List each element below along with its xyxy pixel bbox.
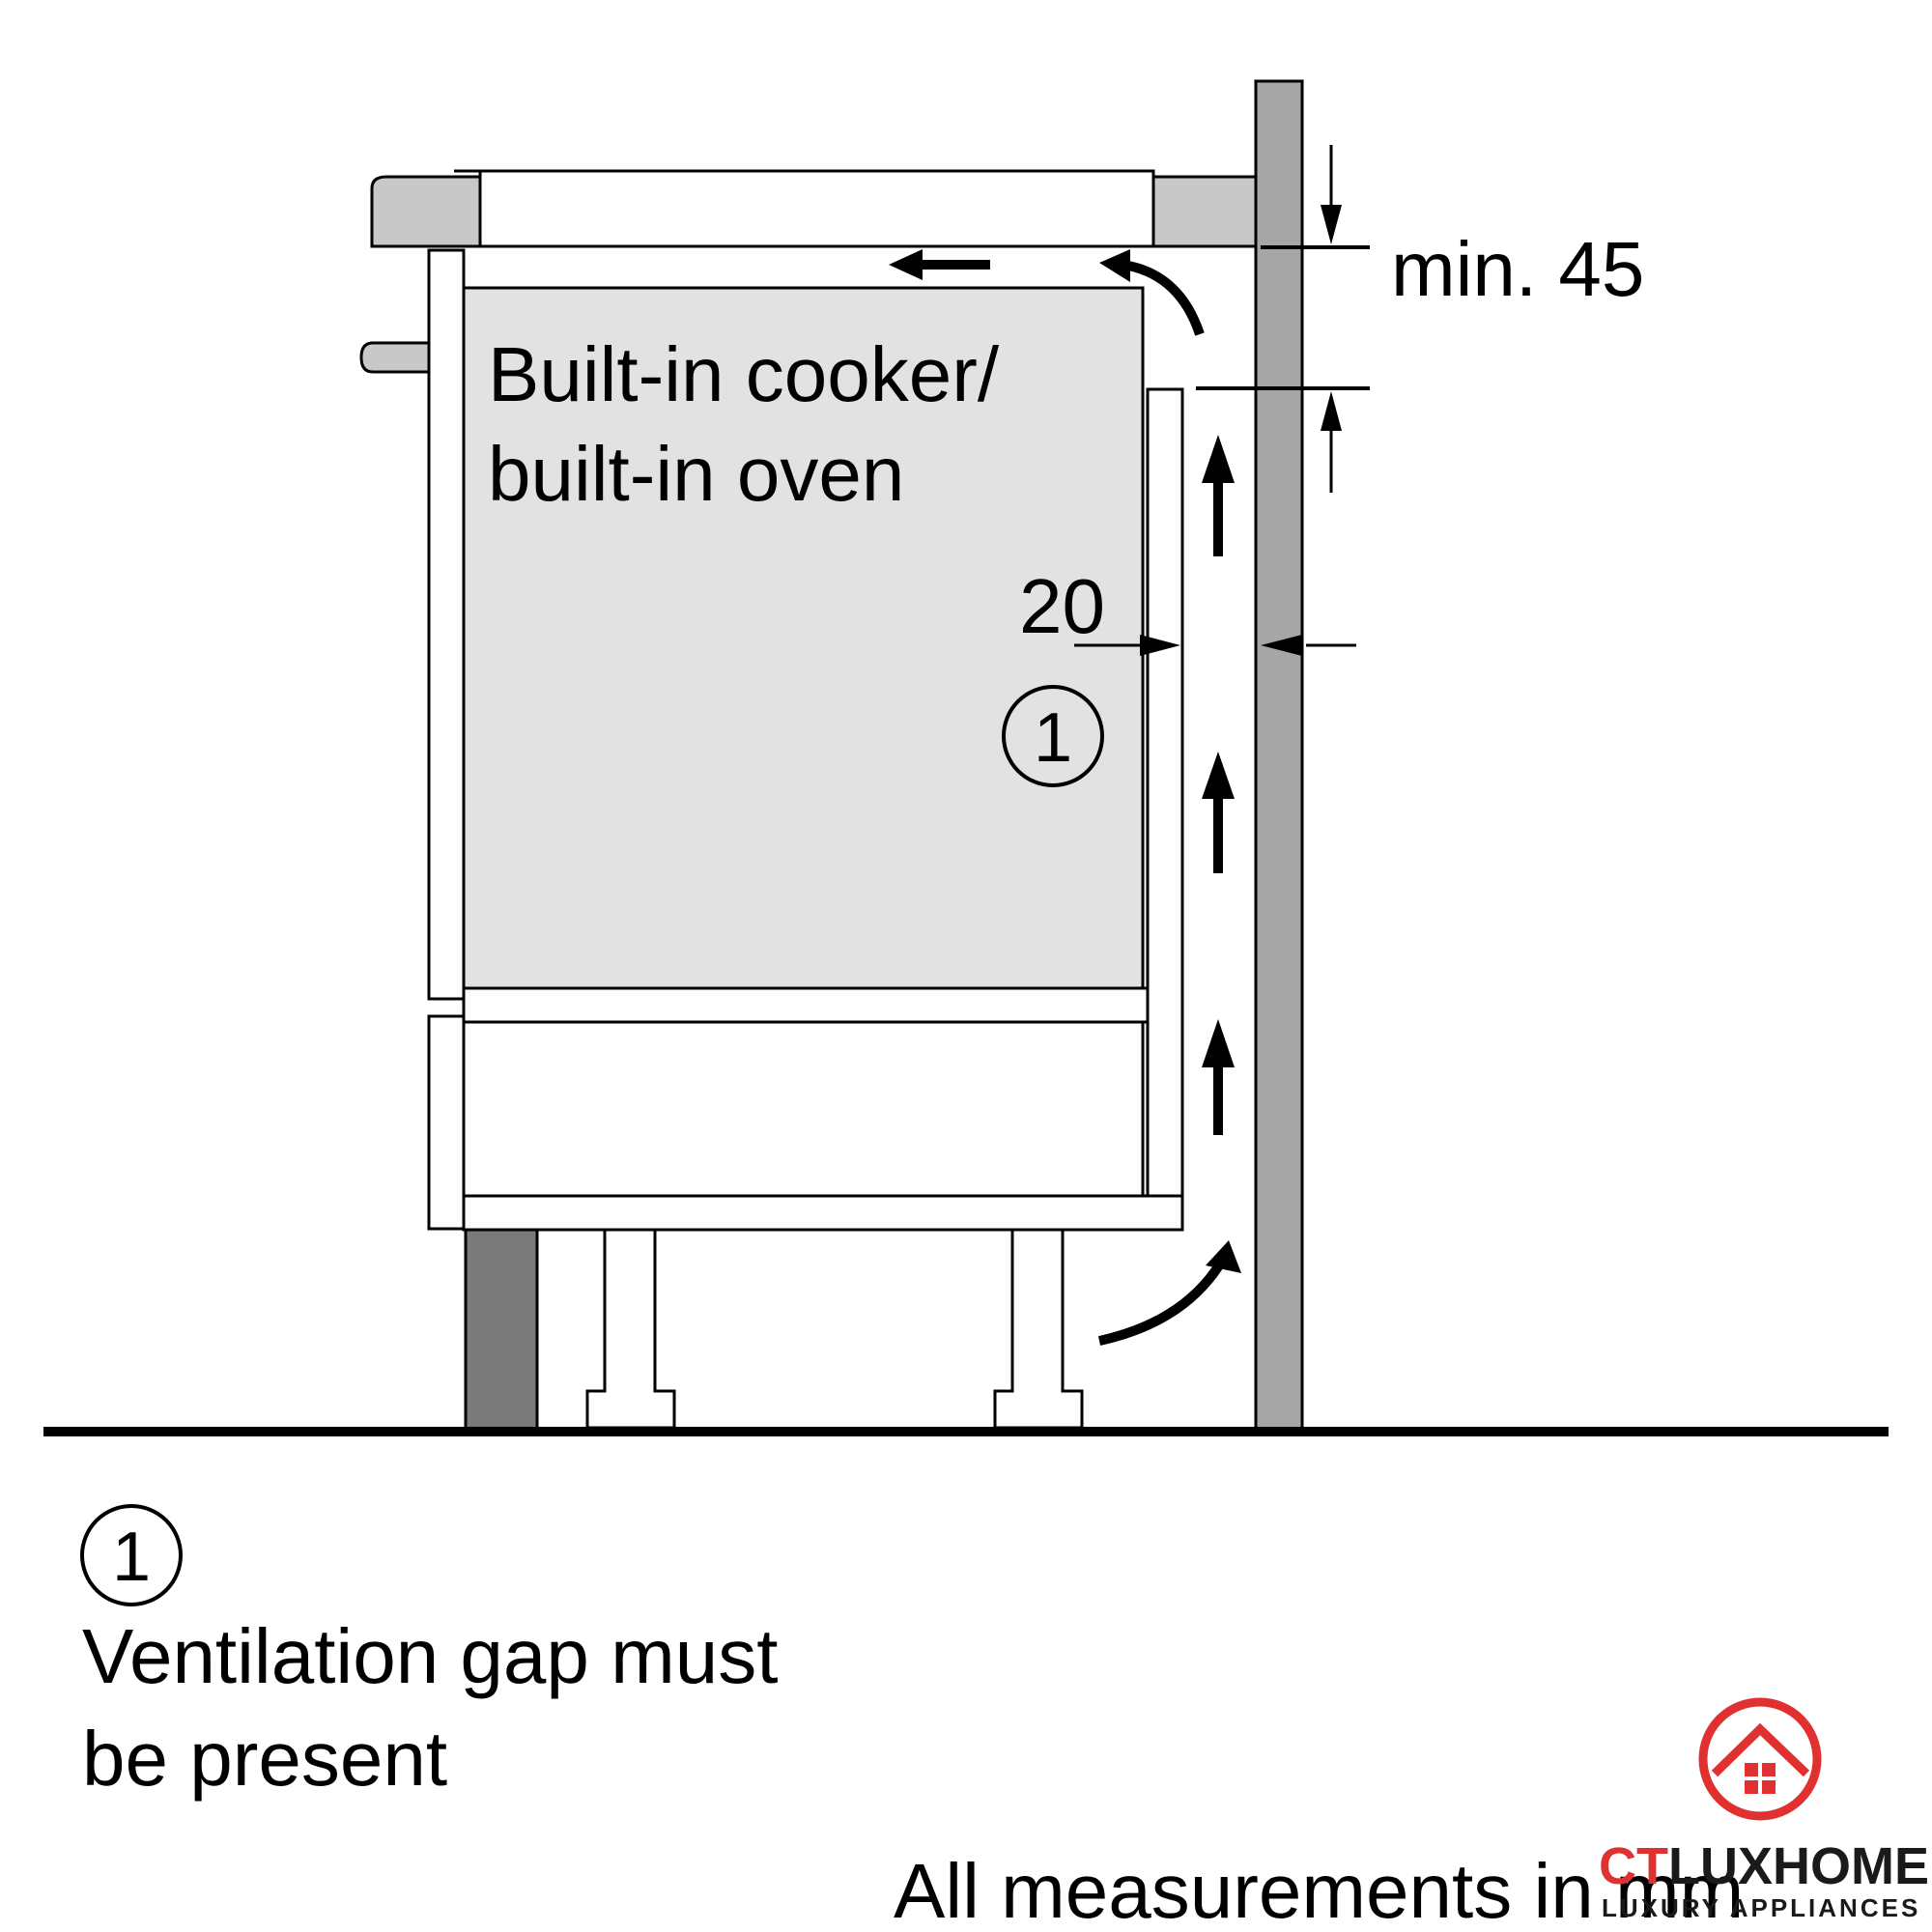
legend-text-line1: Ventilation gap must: [82, 1613, 778, 1699]
oven-handle: [359, 341, 431, 374]
shelf-upper: [462, 986, 1150, 1024]
hob-glass: [478, 169, 1155, 248]
airflow-arrow-up-3: [1213, 483, 1223, 556]
cabinet-leg-right: [993, 1228, 1084, 1430]
worktop-left: [370, 175, 482, 248]
dimension-min-gap-label: min. 45: [1391, 226, 1644, 312]
brand-logo: CTLUXHOME LUXURY APPLIANCES: [1599, 1697, 1929, 1922]
legend: 1 Ventilation gap must be present: [80, 1504, 778, 1802]
airflow-arrow-curve-top: [1126, 261, 1205, 336]
brand-name: CTLUXHOME: [1599, 1837, 1929, 1895]
cabinet-side-panel-lower: [427, 1014, 466, 1231]
wall: [1254, 79, 1304, 1432]
airflow-arrows: [889, 249, 1241, 1346]
units-note: All measurements in mm: [894, 1848, 1744, 1932]
brand-tagline: LUXURY APPLIANCES: [1602, 1893, 1920, 1922]
dimension-side-gap-label: 20: [1019, 563, 1105, 649]
marker-1-inside: 1: [1002, 685, 1104, 787]
house-icon: [1698, 1697, 1822, 1821]
appliance-label-line1: Built-in cooker/: [488, 331, 1000, 417]
drawer: [462, 1020, 1145, 1198]
airflow-arrow-up-1: [1213, 1067, 1223, 1135]
legend-marker: 1: [112, 1519, 151, 1596]
cabinet-side-panel-upper: [427, 248, 466, 1001]
plinth: [464, 1228, 539, 1432]
dimension-side-gap: 20: [1019, 563, 1356, 656]
floor-line: [43, 1427, 1889, 1436]
worktop-right: [1151, 175, 1258, 248]
cabinet-back-panel: [1146, 387, 1184, 1201]
airflow-arrow-left: [923, 260, 990, 270]
legend-text-line2: be present: [82, 1716, 447, 1802]
legend-marker-circle: [80, 1504, 183, 1606]
appliance-label-line2: built-in oven: [488, 431, 904, 517]
svg-text:1: 1: [1034, 699, 1072, 777]
cabinet-leg-left: [585, 1228, 676, 1430]
airflow-arrow-inlet: [1097, 1253, 1230, 1346]
cabinet-base: [462, 1194, 1184, 1232]
dimension-min-gap: min. 45: [1196, 145, 1644, 493]
airflow-arrow-up-2: [1213, 799, 1223, 873]
